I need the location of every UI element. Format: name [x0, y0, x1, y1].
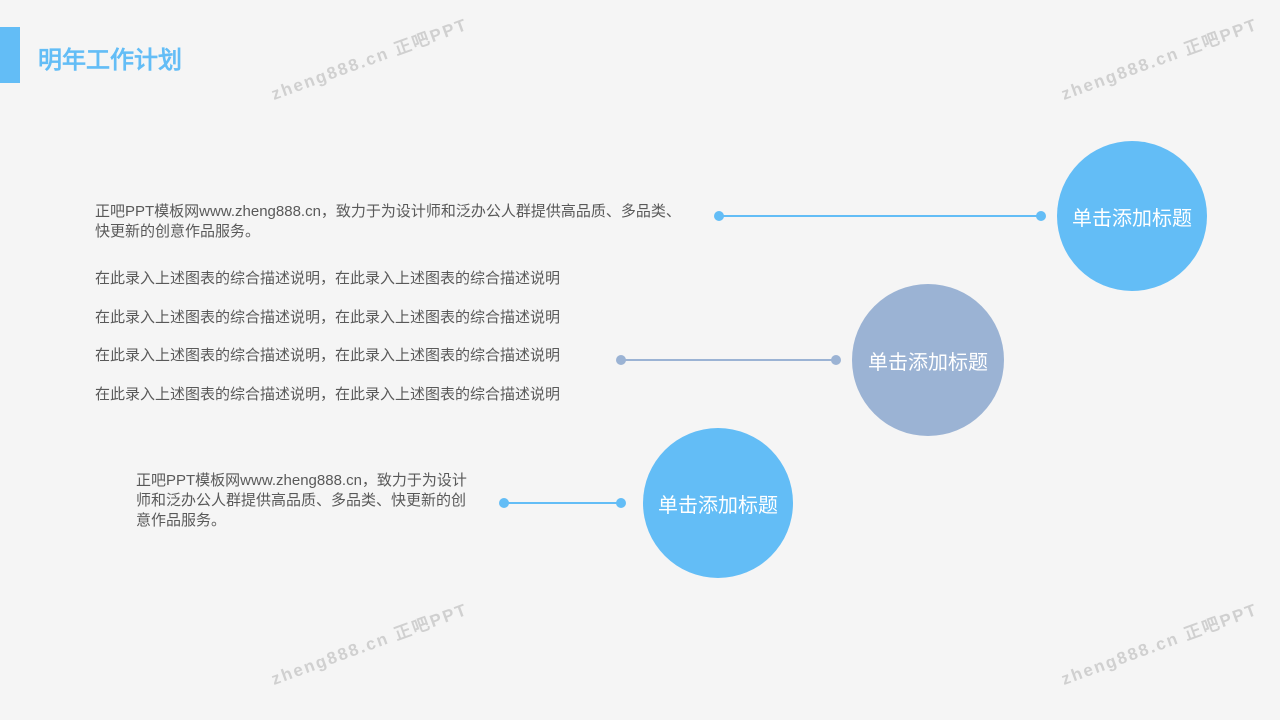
- item-2-line: 在此录入上述图表的综合描述说明，在此录入上述图表的综合描述说明: [95, 270, 561, 287]
- item-2-line: 在此录入上述图表的综合描述说明，在此录入上述图表的综合描述说明: [95, 309, 561, 326]
- watermark: zheng888.cn 正吧PPT: [268, 14, 471, 104]
- connector-dot: [831, 355, 841, 365]
- connector-dot: [1036, 211, 1046, 221]
- connector-line: [504, 502, 621, 504]
- item-1-text: 正吧PPT模板网www.zheng888.cn，致力于为设计师和泛办公人群提供高…: [95, 203, 681, 240]
- item-2-line: 在此录入上述图表的综合描述说明，在此录入上述图表的综合描述说明: [95, 347, 561, 364]
- page-title: 明年工作计划: [38, 47, 182, 74]
- title-circle-2[interactable]: 单击添加标题: [852, 284, 1004, 436]
- connector-dot: [616, 498, 626, 508]
- connector-line: [621, 359, 836, 361]
- title-circle-1[interactable]: 单击添加标题: [1057, 141, 1207, 291]
- watermark: zheng888.cn 正吧PPT: [1058, 599, 1261, 689]
- watermark: zheng888.cn 正吧PPT: [268, 599, 471, 689]
- title-circle-3[interactable]: 单击添加标题: [643, 428, 793, 578]
- connector-line: [719, 215, 1041, 217]
- item-3-text: 正吧PPT模板网www.zheng888.cn，致力于为设计师和泛办公人群提供高…: [136, 472, 467, 529]
- watermark: zheng888.cn 正吧PPT: [1058, 14, 1261, 104]
- item-2-line: 在此录入上述图表的综合描述说明，在此录入上述图表的综合描述说明: [95, 386, 561, 403]
- title-accent-bar: [0, 27, 20, 83]
